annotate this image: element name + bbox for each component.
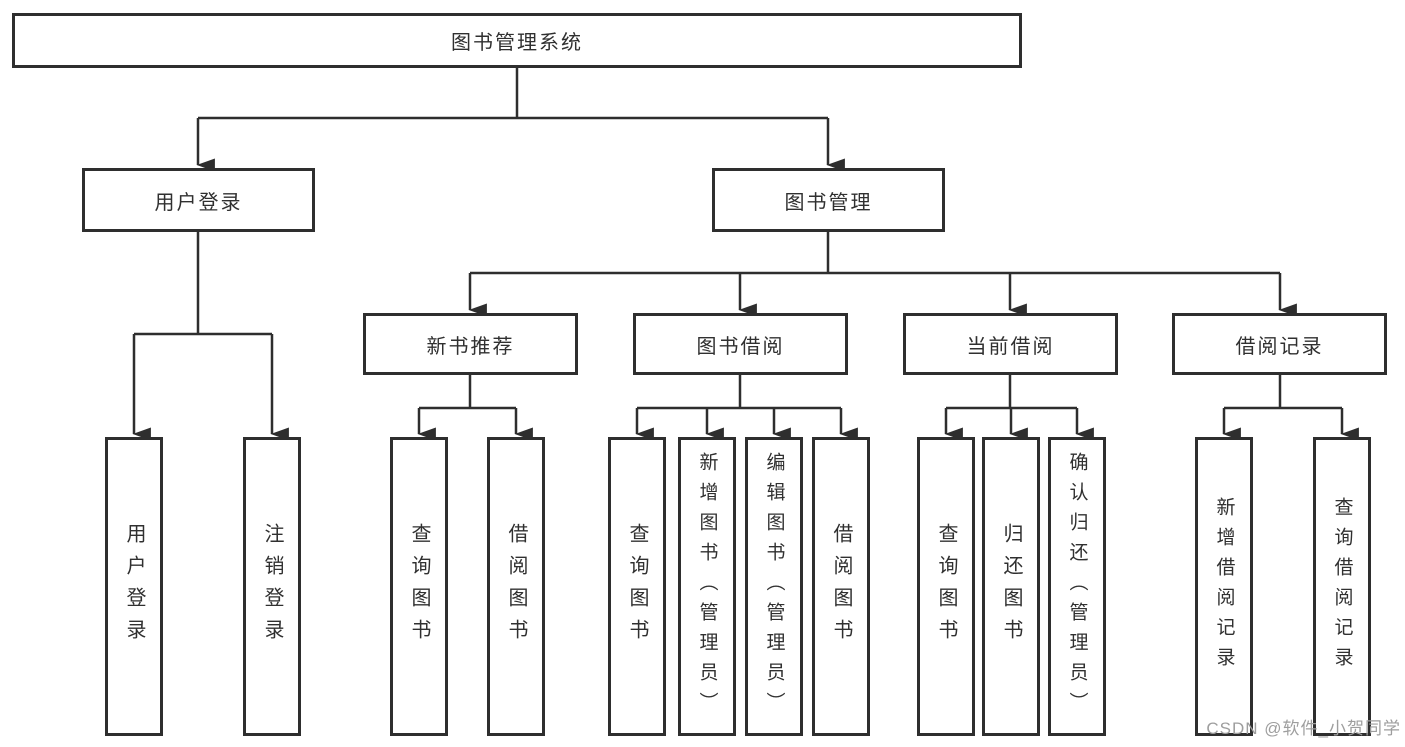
node-current-borrowing-label: 当前借阅	[966, 335, 1055, 358]
csdn-watermark: CSDN @软件_小贺同学	[1206, 719, 1401, 738]
leaf-edit-books-admin-label: 编辑图书（管理员）	[763, 451, 785, 722]
leaf-return-books-label: 归还图书	[1000, 522, 1022, 651]
leaf-logout-label: 注销登录	[261, 522, 283, 651]
node-book-management-label: 图书管理	[784, 191, 873, 214]
node-borrowing-records-label: 借阅记录	[1235, 335, 1324, 358]
leaf-confirm-return-admin: 确认归还（管理员）	[1048, 437, 1106, 736]
leaf-query-books-current: 查询图书	[917, 437, 975, 736]
node-book-management: 图书管理	[712, 168, 945, 232]
node-borrowing-records: 借阅记录	[1172, 313, 1387, 375]
leaf-query-books-current-label: 查询图书	[935, 522, 957, 651]
leaf-query-borrow-record: 查询借阅记录	[1313, 437, 1371, 736]
node-user-login: 用户登录	[82, 168, 315, 232]
leaf-add-borrow-record-label: 新增借阅记录	[1213, 496, 1235, 677]
leaf-borrow-books: 借阅图书	[812, 437, 870, 736]
node-root-library-management-system: 图书管理系统	[12, 13, 1022, 68]
leaf-query-books-borrowing: 查询图书	[608, 437, 666, 736]
leaf-user-login: 用户登录	[105, 437, 163, 736]
node-current-borrowing: 当前借阅	[903, 313, 1118, 375]
leaf-user-login-label: 用户登录	[123, 522, 145, 651]
leaf-add-books-admin-label: 新增图书（管理员）	[696, 451, 718, 722]
leaf-confirm-return-admin-label: 确认归还（管理员）	[1066, 451, 1088, 722]
leaf-borrow-books-label: 借阅图书	[830, 522, 852, 651]
leaf-return-books: 归还图书	[982, 437, 1040, 736]
leaf-logout: 注销登录	[243, 437, 301, 736]
node-new-book-recommendation: 新书推荐	[363, 313, 578, 375]
leaf-borrow-books-recommendation-label: 借阅图书	[505, 522, 527, 651]
leaf-add-books-admin: 新增图书（管理员）	[678, 437, 736, 736]
leaf-query-books-recommendation-label: 查询图书	[408, 522, 430, 651]
node-root-label: 图书管理系统	[451, 32, 583, 54]
leaf-query-books-borrowing-label: 查询图书	[626, 522, 648, 651]
leaf-add-borrow-record: 新增借阅记录	[1195, 437, 1253, 736]
node-new-book-recommendation-label: 新书推荐	[426, 335, 515, 358]
node-book-borrowing-label: 图书借阅	[696, 335, 785, 358]
leaf-edit-books-admin: 编辑图书（管理员）	[745, 437, 803, 736]
node-book-borrowing: 图书借阅	[633, 313, 848, 375]
node-user-login-label: 用户登录	[154, 191, 243, 214]
leaf-borrow-books-recommendation: 借阅图书	[487, 437, 545, 736]
leaf-query-books-recommendation: 查询图书	[390, 437, 448, 736]
leaf-query-borrow-record-label: 查询借阅记录	[1331, 496, 1353, 677]
